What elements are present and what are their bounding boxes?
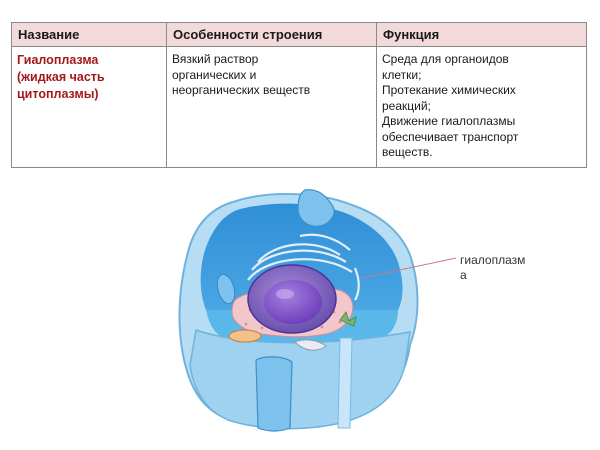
function-line: Протекание химических (382, 83, 516, 97)
structure-line: неорганических веществ (172, 83, 311, 97)
cell-structure: Вязкий раствор органических и неорганиче… (166, 46, 377, 168)
cell-cut-face (189, 329, 411, 430)
golgi-apparatus (247, 233, 360, 301)
hyaloplasm-label: гиалоплазм а (460, 253, 525, 283)
header-function: Функция (376, 22, 587, 47)
label-line: гиалоплазм (460, 253, 526, 267)
cell-function: Среда для органоидов клетки; Протекание … (376, 46, 587, 168)
function-line: клетки; (382, 67, 422, 82)
header-structure: Особенности строения (166, 22, 377, 47)
structure-line: Вязкий раствор (172, 52, 259, 66)
cytoskeleton-fibres (255, 189, 335, 432)
organelle-table: Название Особенности строения Функция Ги… (11, 22, 587, 168)
name-line: (жидкая часть (17, 70, 105, 84)
animal-cell-illustration (178, 189, 457, 432)
function-line: реакций; (382, 98, 431, 113)
centriole (294, 311, 357, 351)
function-line: обеспечивает транспорт (382, 129, 519, 144)
structure-line: органических и (172, 67, 257, 82)
function-line: веществ. (382, 145, 433, 159)
nucleus (247, 264, 337, 334)
function-line: Среда для органоидов (382, 52, 509, 66)
name-line: Гиалоплазма (17, 53, 99, 67)
label-leader-line (361, 257, 457, 279)
label-line: а (460, 268, 467, 282)
mitochondrion (216, 273, 262, 343)
organelle-table-grid: Название Особенности строения Функция Ги… (11, 22, 587, 168)
name-line: цитоплазмы) (17, 87, 99, 101)
function-line: Движение гиалоплазмы (382, 114, 516, 128)
cell-name: Гиалоплазма (жидкая часть цитоплазмы) (11, 46, 167, 168)
table-header-row: Название Особенности строения Функция (11, 22, 587, 47)
header-name: Название (11, 22, 167, 47)
table-row: Гиалоплазма (жидкая часть цитоплазмы) Вя… (11, 46, 587, 168)
